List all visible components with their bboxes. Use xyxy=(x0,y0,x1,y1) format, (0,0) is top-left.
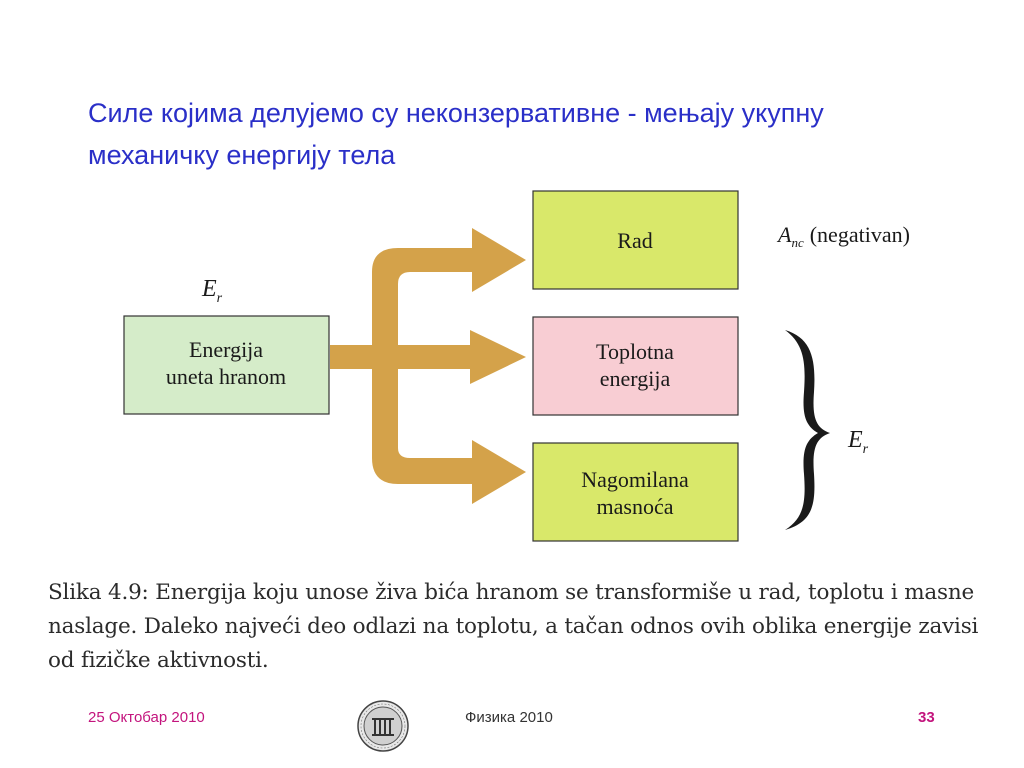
footer-date: 25 Октобар 2010 xyxy=(88,709,205,726)
brace-energy-sub: r xyxy=(863,442,869,457)
source-line-1: Energija xyxy=(189,337,263,362)
work-symbol-text: (negativan) xyxy=(810,222,910,247)
slide-title: Силе којима делујемо су неконзервативне … xyxy=(88,98,824,170)
work-symbol-sub: nc xyxy=(791,235,804,250)
target-work-label: Rad xyxy=(617,228,652,253)
work-symbol-main: A xyxy=(776,222,792,247)
source-energy-symbol: Er xyxy=(201,276,223,306)
source-box-food-energy xyxy=(123,315,330,415)
footer-course: Физика 2010 xyxy=(465,709,553,726)
source-energy-sub: r xyxy=(217,291,223,306)
figure-caption: Slika 4.9: Energija koju unose živa bića… xyxy=(48,580,979,673)
curly-brace xyxy=(785,330,830,530)
energy-flow-diagram: Energija uneta hranom Er Rad Toplotna en… xyxy=(123,190,910,542)
brace-energy-main: E xyxy=(847,427,863,453)
flow-arrows xyxy=(330,228,526,504)
faculty-seal-logo xyxy=(357,700,409,752)
target-fat-line-1: Nagomilana xyxy=(581,467,689,492)
target-heat-line-1: Toplotna xyxy=(596,339,674,364)
source-energy-main: E xyxy=(201,276,217,302)
work-symbol-label: Anc (negativan) xyxy=(776,222,910,250)
arrow-to-heat xyxy=(330,330,526,384)
target-box-work xyxy=(532,190,739,290)
page-number: 33 xyxy=(918,709,935,726)
target-box-heat xyxy=(532,316,739,416)
brace-energy-symbol: Er xyxy=(847,427,869,457)
source-line-2: uneta hranom xyxy=(166,364,286,389)
arrow-splitter xyxy=(372,228,526,504)
target-heat-line-2: energija xyxy=(600,366,671,391)
target-fat-line-2: masnoća xyxy=(597,494,674,519)
target-box-fat xyxy=(532,442,739,542)
